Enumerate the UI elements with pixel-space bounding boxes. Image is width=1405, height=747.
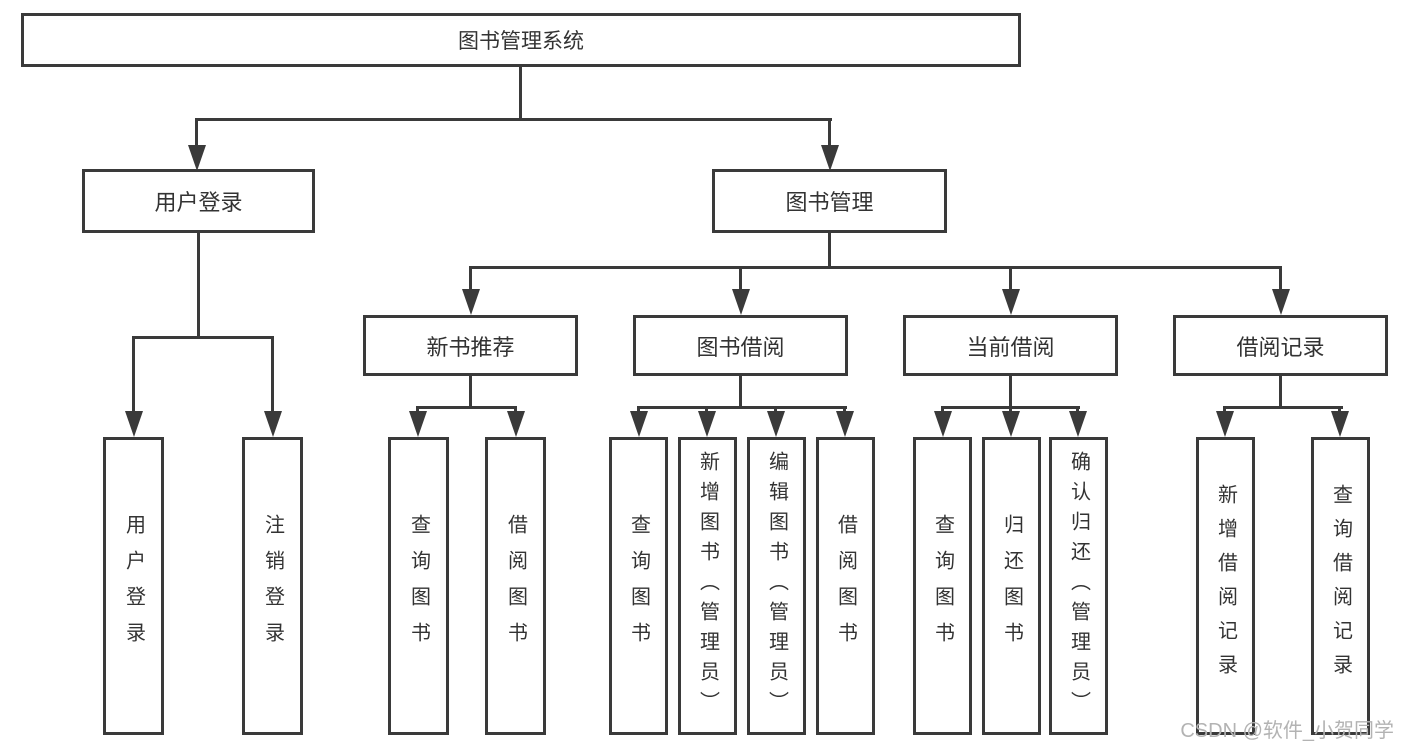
arrowhead-icon [732,289,750,315]
connector-line [1223,406,1226,414]
connector-line [1223,406,1343,409]
arrowhead-icon [1002,289,1020,315]
node-label: 借阅图书 [504,514,527,658]
arrowhead-icon [1069,411,1087,437]
node-current-borrowing: 当前借阅 [903,315,1118,376]
arrowhead-icon [767,411,785,437]
node-label: 图书管理 [785,190,874,215]
node-label: 新增借阅记录 [1214,484,1237,688]
leaf-logout: 注销登录 [242,437,303,735]
node-book-borrowing: 图书借阅 [633,315,848,376]
leaf-record-query-borrow-record: 查询借阅记录 [1311,437,1370,735]
connector-line [416,406,517,409]
leaf-current-return-books: 归还图书 [982,437,1041,735]
connector-line [941,406,944,414]
connector-line [637,406,847,409]
node-label: 确认归还（管理员） [1067,451,1090,721]
node-label: 用户登录 [154,190,243,215]
arrowhead-icon [507,411,525,437]
arrowhead-icon [698,411,716,437]
node-label: 图书借阅 [696,334,785,360]
node-library-system: 图书管理系统 [21,13,1021,67]
connector-line [271,336,274,412]
connector-line [469,376,472,408]
node-label: 查询图书 [627,514,650,658]
leaf-record-add-borrow-record: 新增借阅记录 [1196,437,1255,735]
node-new-book-recommendation: 新书推荐 [363,315,578,376]
arrowhead-icon [1002,411,1020,437]
connector-line [739,266,742,291]
node-borrowing-records: 借阅记录 [1173,315,1388,376]
connector-line [1009,376,1012,408]
leaf-borrow-edit-books-admin: 编辑图书（管理员） [747,437,806,735]
arrowhead-icon [264,411,282,437]
arrowhead-icon [1331,411,1349,437]
connector-line [1279,266,1282,291]
leaf-current-query-books: 查询图书 [913,437,972,735]
arrowhead-icon [1216,411,1234,437]
connector-line [1009,406,1012,414]
node-label: 查询借阅记录 [1329,484,1352,688]
arrowhead-icon [188,145,206,171]
arrowhead-icon [836,411,854,437]
connector-line [828,118,831,148]
connector-line [195,118,198,148]
arrowhead-icon [409,411,427,437]
connector-line [705,406,708,414]
node-label: 注销登录 [261,514,284,658]
connector-line [197,233,200,336]
connector-line [1009,266,1012,291]
node-label: 新书推荐 [426,334,515,360]
connector-line [637,406,640,414]
node-label: 当前借阅 [966,334,1055,360]
connector-line [416,406,419,414]
connector-line [1076,406,1079,414]
node-label: 用户登录 [122,514,145,658]
connector-line [132,336,135,412]
leaf-user-login: 用户登录 [103,437,164,735]
connector-line [1279,376,1282,408]
arrowhead-icon [125,411,143,437]
leaf-newbook-borrow-books: 借阅图书 [485,437,546,735]
leaf-borrow-add-books-admin: 新增图书（管理员） [678,437,737,735]
connector-line [195,118,832,121]
arrowhead-icon [934,411,952,437]
node-label: 查询图书 [931,514,954,658]
node-label: 归还图书 [1000,514,1023,658]
leaf-newbook-query-books: 查询图书 [388,437,449,735]
connector-line [739,376,742,408]
watermark-text: CSDN @软件_小贺同学 [1180,720,1394,742]
connector-line [519,67,522,119]
arrowhead-icon [821,145,839,171]
leaf-current-confirm-return-admin: 确认归还（管理员） [1049,437,1108,735]
node-label: 编辑图书（管理员） [765,451,788,721]
connector-line [469,266,1282,269]
leaf-borrow-query-books: 查询图书 [609,437,668,735]
node-label: 图书管理系统 [458,30,584,53]
connector-line [514,406,517,414]
connector-line [132,336,274,339]
node-label: 查询图书 [407,514,430,658]
node-label: 借阅记录 [1236,334,1325,360]
connector-line [774,406,777,414]
arrowhead-icon [1272,289,1290,315]
connector-line [843,406,846,414]
connector-line [1338,406,1341,414]
node-user-login: 用户登录 [82,169,315,233]
leaf-borrow-borrow-books: 借阅图书 [816,437,875,735]
arrowhead-icon [462,289,480,315]
arrowhead-icon [630,411,648,437]
connector-line [469,266,472,291]
node-book-management: 图书管理 [712,169,947,233]
connector-line [828,233,831,268]
node-label: 借阅图书 [834,514,857,658]
node-label: 新增图书（管理员） [696,451,719,721]
